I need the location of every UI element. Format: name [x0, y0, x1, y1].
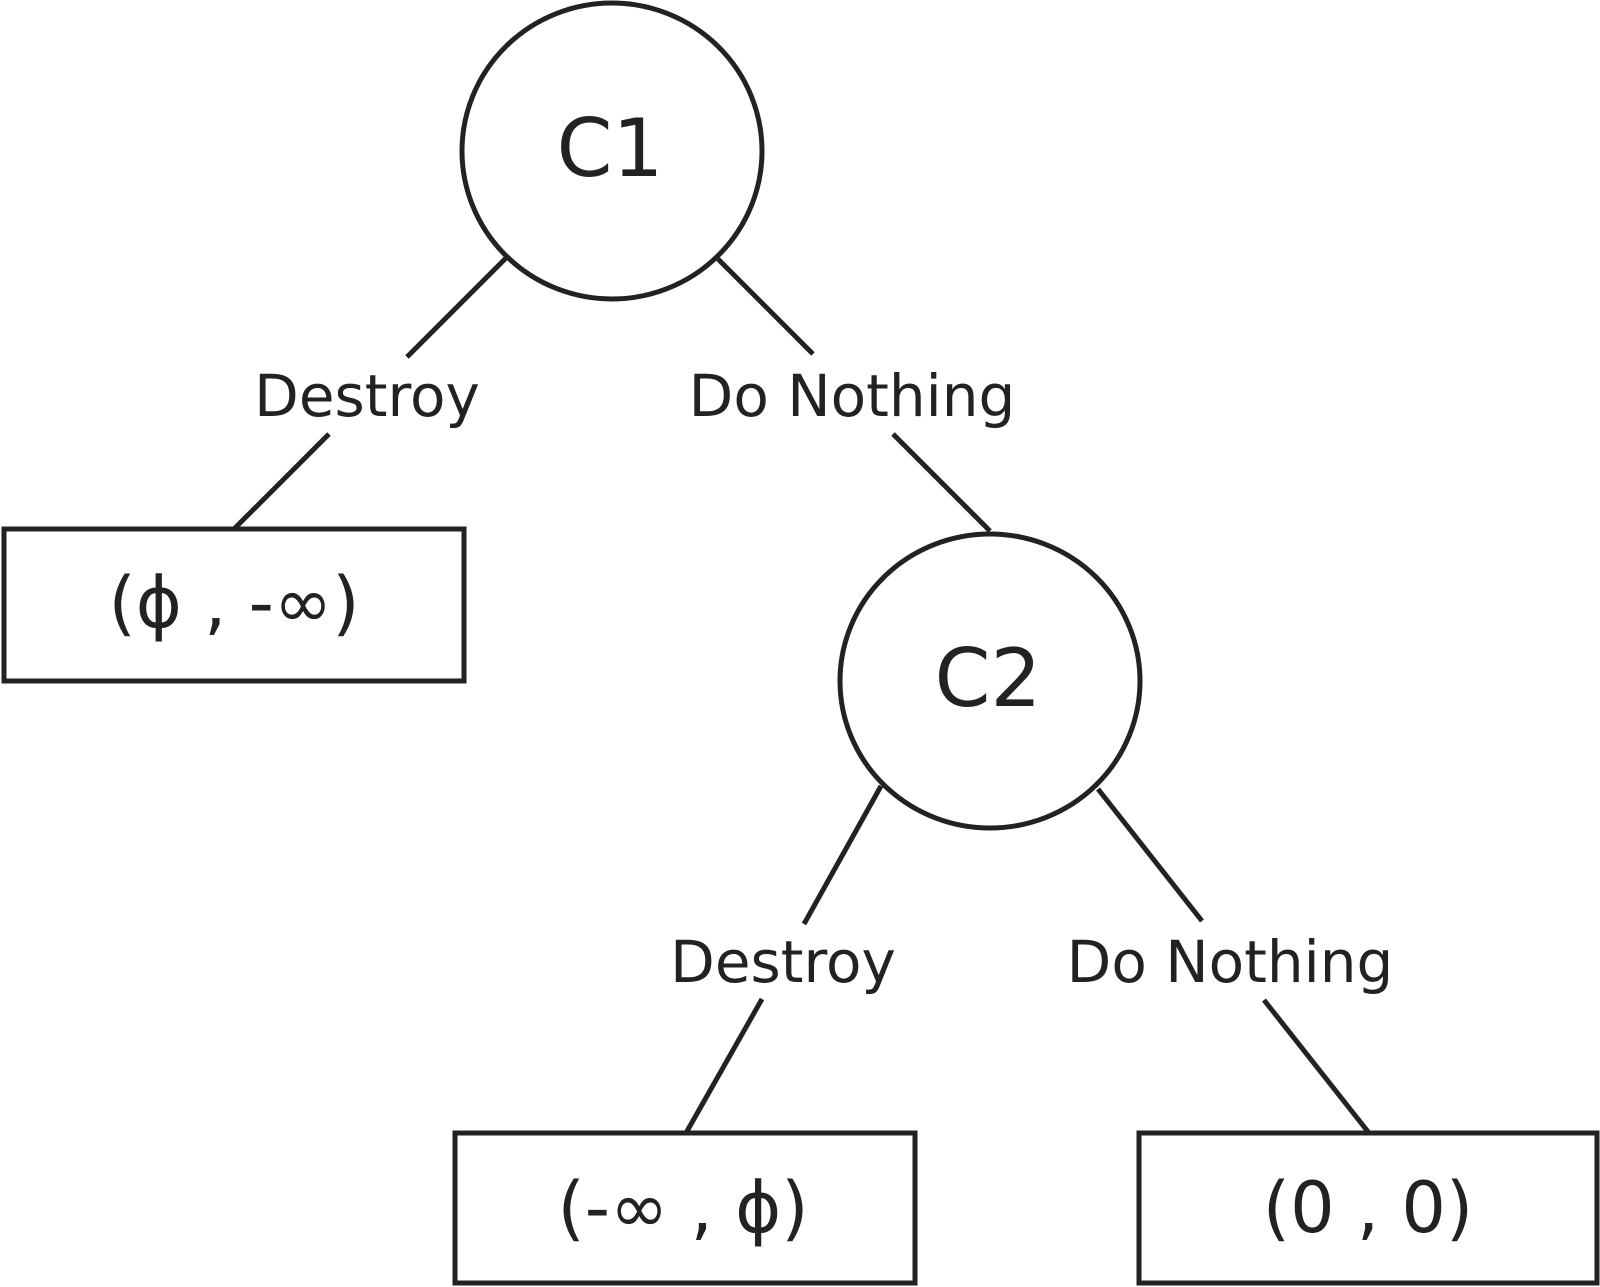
- leaf-payoff-1: (ϕ , -∞): [108, 562, 359, 644]
- edge-c1-destroy-lower: [232, 432, 331, 531]
- leaf-payoff-3: (0 , 0): [1263, 1167, 1473, 1249]
- node-c1-label: C1: [557, 102, 664, 195]
- edge-c1-destroy-upper: [405, 256, 508, 359]
- leaf-box-2: [452, 1130, 918, 1286]
- edge-label-c1-do-nothing: Do Nothing: [689, 362, 1016, 430]
- leaf-box-3: [1136, 1130, 1600, 1286]
- edge-c2-donothing-upper: [1096, 787, 1204, 923]
- edge-label-c1-destroy: Destroy: [254, 362, 480, 430]
- edge-c2-destroy-upper: [801, 784, 884, 926]
- edge-c1-donothing-upper: [716, 257, 815, 356]
- edge-c1-donothing-lower: [891, 432, 992, 533]
- node-c1-circle: [459, 0, 765, 302]
- edge-c2-destroy-lower: [683, 997, 765, 1135]
- edge-label-c2-do-nothing: Do Nothing: [1067, 928, 1394, 996]
- leaf-box-1: [1, 526, 467, 684]
- node-c2-label: C2: [935, 632, 1042, 725]
- edge-c2-donothing-lower: [1262, 998, 1371, 1135]
- node-c2-circle: [837, 531, 1143, 831]
- leaf-payoff-2: (-∞ , ϕ): [557, 1167, 808, 1249]
- edge-label-c2-destroy: Destroy: [670, 928, 896, 996]
